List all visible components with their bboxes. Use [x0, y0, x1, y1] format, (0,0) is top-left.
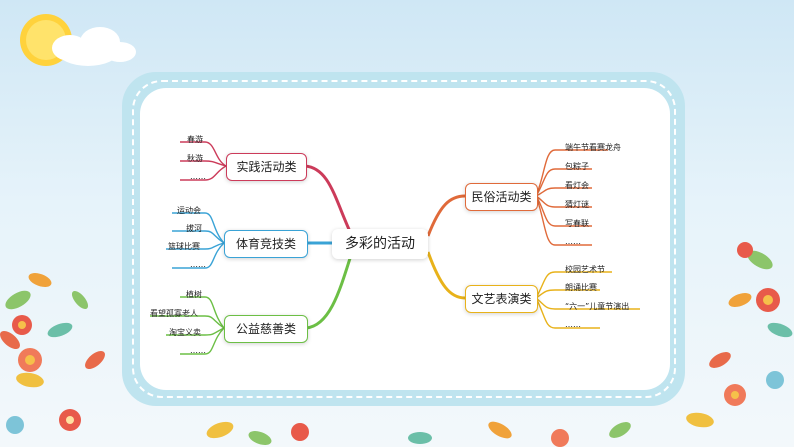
branch-connector-arts	[426, 251, 466, 300]
leaf-label: 看望孤寡老人	[150, 309, 198, 318]
root-node: 多彩的活动	[332, 229, 428, 259]
leaf-label: ……	[190, 346, 206, 355]
branch-connector-folk	[426, 194, 466, 237]
leaf-connector	[150, 315, 225, 329]
leaf-label: 篮球比赛	[168, 242, 200, 251]
leaf-connector	[535, 289, 600, 299]
leaf-connector	[166, 327, 225, 336]
branch-node-practice: 实践活动类	[226, 153, 307, 181]
leaf-connector	[180, 296, 225, 329]
leaf-label: ……	[190, 172, 206, 181]
leaf-label: 运动会	[177, 206, 201, 215]
branch-node-sports: 体育竞技类	[224, 230, 308, 258]
leaf-connector	[180, 327, 225, 355]
leaf-connector	[535, 149, 608, 197]
leaf-label: 端午节看赛龙舟	[565, 143, 621, 152]
leaf-label: 朗诵比赛	[565, 283, 597, 292]
leaf-connector	[535, 168, 592, 197]
leaf-label: 看灯会	[565, 181, 589, 190]
leaf-label: “六一”儿童节演出	[565, 302, 630, 311]
leaf-connector	[172, 242, 225, 269]
branch-connector-practice	[304, 164, 354, 237]
leaves-bottom-decoration	[206, 421, 631, 447]
leaf-label: ……	[565, 320, 581, 329]
leaf-connector	[172, 212, 225, 244]
cloud-icon	[52, 27, 136, 66]
leaf-connector	[180, 165, 227, 181]
flower-icon	[6, 315, 81, 434]
leaves-left-decoration	[0, 273, 105, 388]
leaf-connector	[180, 141, 227, 167]
leaf-label: ……	[190, 260, 206, 269]
leaf-connector	[535, 195, 592, 227]
branch-node-folk: 民俗活动类	[465, 183, 538, 211]
leaves-right-decoration	[686, 242, 793, 428]
leaf-label: 校园艺术节	[565, 265, 605, 274]
leaf-connector	[535, 297, 600, 329]
leaf-label: 植树	[186, 290, 202, 299]
leaf-connector	[166, 242, 225, 250]
leaf-connector	[180, 160, 227, 167]
leaf-connector	[172, 230, 225, 244]
leaf-connector	[535, 297, 640, 310]
leaf-connector	[535, 195, 592, 208]
branch-node-charity: 公益慈善类	[224, 315, 308, 343]
leaf-label: 秋游	[187, 154, 203, 163]
leaf-label: 淘宝义卖	[169, 328, 201, 337]
branch-node-arts: 文艺表演类	[465, 285, 538, 313]
leaf-label: 春游	[187, 135, 203, 144]
leaf-connector	[535, 271, 612, 299]
leaf-label: 拔河	[186, 224, 202, 233]
leaf-connector	[535, 195, 592, 246]
leaf-label: 写春联	[565, 219, 589, 228]
leaf-connector	[535, 187, 592, 197]
card-dashed-border	[132, 80, 676, 398]
leaf-label: 包粽子	[565, 162, 589, 171]
leaf-label: ……	[565, 237, 581, 246]
branch-connector-charity	[305, 251, 354, 330]
leaf-label: 猜灯谜	[565, 200, 589, 209]
